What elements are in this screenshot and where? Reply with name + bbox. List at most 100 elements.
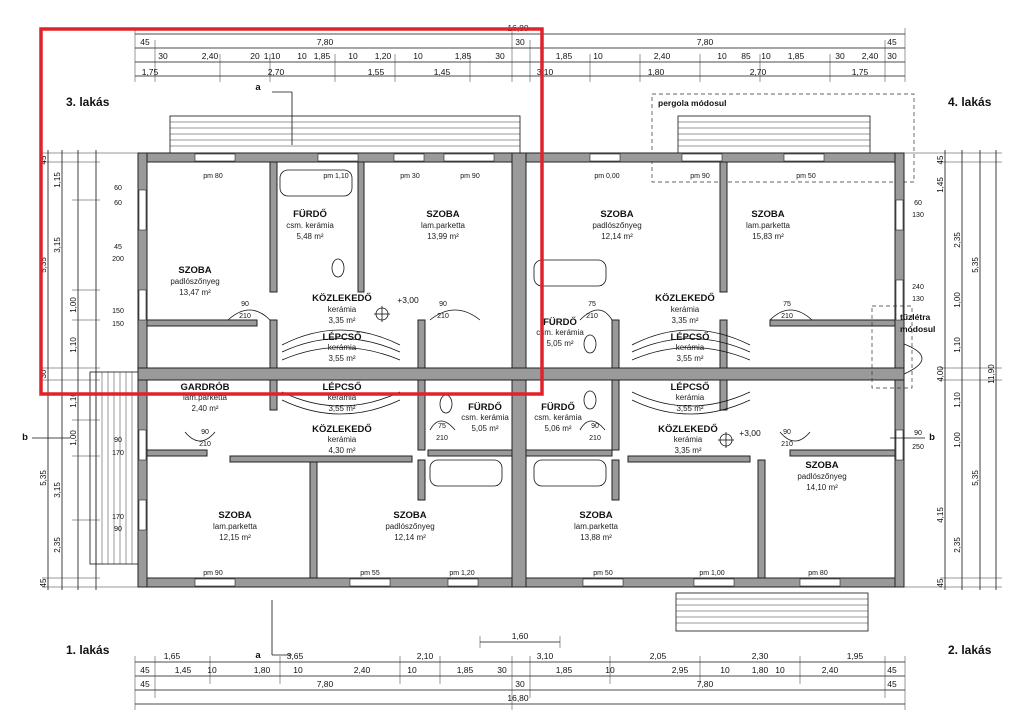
apartment-label-4: 4. lakás <box>948 95 992 109</box>
door-7b: 210 <box>589 435 601 442</box>
fire-escape-stair <box>903 343 923 375</box>
room-8-floor: kerámia <box>676 343 705 352</box>
room-14-floor: csm. kerámia <box>534 413 582 422</box>
room-2-floor: lam.parketta <box>421 221 466 230</box>
door-1a: 90 <box>439 301 447 308</box>
room-0-floor: padlószőnyeg <box>170 277 219 286</box>
dim-top-r2-9: 1,85 <box>455 51 472 61</box>
side-label-2: 45 <box>114 244 122 251</box>
door-marks: 90 210 90 210 75 210 75 210 90 210 90 21… <box>199 301 793 448</box>
dim-right-mid-7: 4,15 <box>936 507 945 523</box>
door-0a: 90 <box>241 301 249 308</box>
room-17-floor: padlószőnyeg <box>797 472 846 481</box>
room-20-name: SZOBA <box>579 510 612 521</box>
dim-bottom-r2-9: 1,85 <box>556 665 573 675</box>
room-18-area: 12,15 m² <box>219 533 251 542</box>
room-12-area: 3,55 m² <box>676 404 703 413</box>
dim-bottom-r3-3: 7,80 <box>697 679 714 689</box>
room-3-name: SZOBA <box>600 209 633 220</box>
dim-left-mid-3: 1,10 <box>69 337 78 353</box>
dim-bottom-total: 16,80 <box>507 693 529 703</box>
dim-top-r2-11: 1,85 <box>556 51 573 61</box>
pm-8: pm 55 <box>360 570 380 577</box>
dim-bottom-r3-4: 45 <box>887 679 897 689</box>
door-3a: 75 <box>783 301 791 308</box>
pergola-note: pergola módosul <box>658 98 726 108</box>
interior-walls <box>146 161 896 579</box>
dim-left-mid-6: 3,15 <box>53 482 62 498</box>
dim-top-r2-6: 10 <box>348 51 358 61</box>
dim-top-r3-2: 1,55 <box>368 67 385 77</box>
apartment-label-1: 1. lakás <box>66 643 110 657</box>
room-13-floor: csm. kerámia <box>461 413 509 422</box>
room-15-floor: kerámia <box>328 435 357 444</box>
dim-left-mid-5: 1,00 <box>69 430 78 446</box>
room-3-floor: padlószőnyeg <box>592 221 641 230</box>
dim-bottom-r2-11: 2,95 <box>672 665 689 675</box>
dim-bottom-r2-14: 10 <box>775 665 785 675</box>
top-balcony-left <box>169 115 521 155</box>
side-label-4: 150 <box>112 308 124 315</box>
pm-0: pm 80 <box>203 173 223 180</box>
dim-top-r2-16: 10 <box>761 51 771 61</box>
door-7a: 90 <box>591 423 599 430</box>
dim-bottom-r2-16: 45 <box>887 665 897 675</box>
dim-bottom-r2-0: 45 <box>140 665 150 675</box>
room-4-name: SZOBA <box>751 209 784 220</box>
bathtubs <box>279 169 607 487</box>
dim-left-outer-2: 30 <box>39 369 48 378</box>
room-10-name: GARDRÓB <box>180 381 229 393</box>
apartment-label-2: 2. lakás <box>948 643 992 657</box>
room-9-name: FÜRDŐ <box>543 316 577 328</box>
dim-right-mid-1: 2,35 <box>953 232 962 248</box>
dim-left-mid-0: 1,15 <box>53 172 62 188</box>
top-balcony-right <box>677 115 871 155</box>
dim-top-r2-12: 10 <box>593 51 603 61</box>
room-4-floor: lam.parketta <box>746 221 791 230</box>
room-1-area: 5,48 m² <box>296 232 323 241</box>
pm-6: pm 50 <box>796 173 816 180</box>
room-2-name: SZOBA <box>426 209 459 220</box>
dim-top-r2-20: 30 <box>887 51 897 61</box>
door-swings <box>184 309 813 442</box>
room-0-name: SZOBA <box>178 265 211 276</box>
room-10-floor: lam.parketta <box>183 393 228 402</box>
room-6-name: KÖZLEKEDŐ <box>655 292 715 304</box>
dim-right-outer-0: 45 <box>936 155 945 164</box>
dim-top-r2-19: 2,40 <box>862 51 879 61</box>
dim-bottom-r1-2: 2,10 <box>417 651 434 661</box>
dim-top-r3-5: 1,80 <box>648 67 665 77</box>
room-11-area: 3,55 m² <box>328 404 355 413</box>
dim-left-mid-7: 2,35 <box>53 537 62 553</box>
room-5-name: KÖZLEKEDŐ <box>312 292 372 304</box>
room-16-name: KÖZLEKEDŐ <box>658 423 718 435</box>
side-label-13: 130 <box>912 296 924 303</box>
dim-left-outer-4: 45 <box>39 578 48 587</box>
window-openings <box>138 153 904 587</box>
room-20-floor: lam.parketta <box>574 522 619 531</box>
room-11-name: LÉPCSŐ <box>322 381 361 393</box>
dim-right-mid-2: 1,00 <box>953 292 962 308</box>
pm-2: pm 30 <box>400 173 420 180</box>
side-label-3: 200 <box>112 256 124 263</box>
dim-left-mid-2: 1,00 <box>69 297 78 313</box>
level-marker-bottom: +3,00 <box>718 428 761 448</box>
side-label-0: 60 <box>114 185 122 192</box>
dim-bottom-r1-1: 3,65 <box>287 651 304 661</box>
room-7-name: LÉPCSŐ <box>322 331 361 343</box>
dim-right-mid-8: 2,35 <box>953 537 962 553</box>
dim-top-r3-7: 1,75 <box>852 67 869 77</box>
room-1-name: FÜRDŐ <box>293 208 327 220</box>
pm-1: pm 1,10 <box>323 173 348 180</box>
room-8-name: LÉPCSŐ <box>670 331 709 343</box>
highlight-rectangle <box>39 27 544 396</box>
dim-top-r2-0: 30 <box>158 51 168 61</box>
dim-bottom-r3-2: 30 <box>515 679 525 689</box>
dim-top-r2-1: 2,40 <box>202 51 219 61</box>
room-7-floor: kerámia <box>328 343 357 352</box>
dim-right-mid-6: 1,00 <box>953 432 962 448</box>
room-19-area: 12,14 m² <box>394 533 426 542</box>
dim-left-outer-3: 5,35 <box>39 470 48 486</box>
fire-escape-note-1: tűzlétra <box>900 312 931 322</box>
door-1b: 210 <box>437 313 449 320</box>
